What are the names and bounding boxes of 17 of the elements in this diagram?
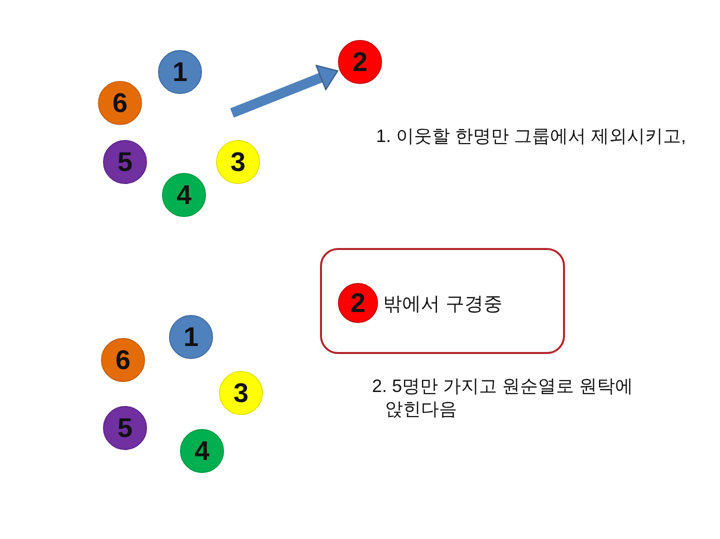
rounded-box: [320, 248, 565, 354]
number-circle: 3: [219, 371, 263, 415]
step-text: 1. 이웃할 한명만 그룹에서 제외시키고,: [376, 125, 688, 148]
number-circle: 3: [216, 140, 260, 184]
number-circle: 2: [338, 40, 382, 84]
number-circle: 4: [162, 173, 206, 217]
number-circle: 5: [103, 406, 147, 450]
number-circle: 2: [338, 283, 378, 323]
number-circle: 6: [98, 81, 142, 125]
number-circle: 4: [180, 429, 224, 473]
step-text: 2. 5명만 가지고 원순열로 원탁에 앉힌다음: [372, 375, 634, 421]
number-circle: 5: [103, 140, 147, 184]
number-circle: 1: [158, 50, 202, 94]
arrow: [230, 64, 340, 118]
number-circle: 1: [169, 315, 213, 359]
status-text: 밖에서 구경중: [383, 293, 502, 317]
number-circle: 6: [101, 338, 145, 382]
